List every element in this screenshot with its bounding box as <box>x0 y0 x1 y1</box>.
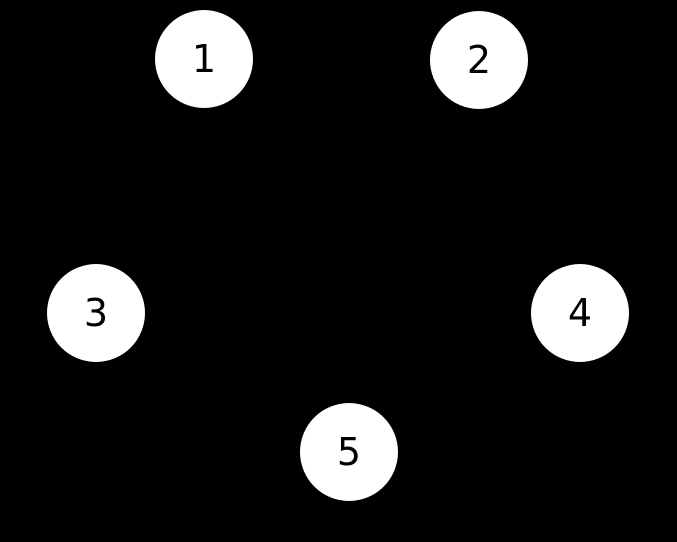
graph-node-5[interactable]: 5 <box>300 403 398 501</box>
graph-node-4[interactable]: 4 <box>531 264 629 362</box>
node-label: 2 <box>466 38 492 82</box>
node-label: 4 <box>567 291 593 335</box>
node-label: 3 <box>83 291 109 335</box>
node-label: 1 <box>191 37 217 81</box>
graph-node-2[interactable]: 2 <box>430 11 528 109</box>
graph-node-1[interactable]: 1 <box>155 10 253 108</box>
node-label: 5 <box>336 430 362 474</box>
graph-node-3[interactable]: 3 <box>47 264 145 362</box>
